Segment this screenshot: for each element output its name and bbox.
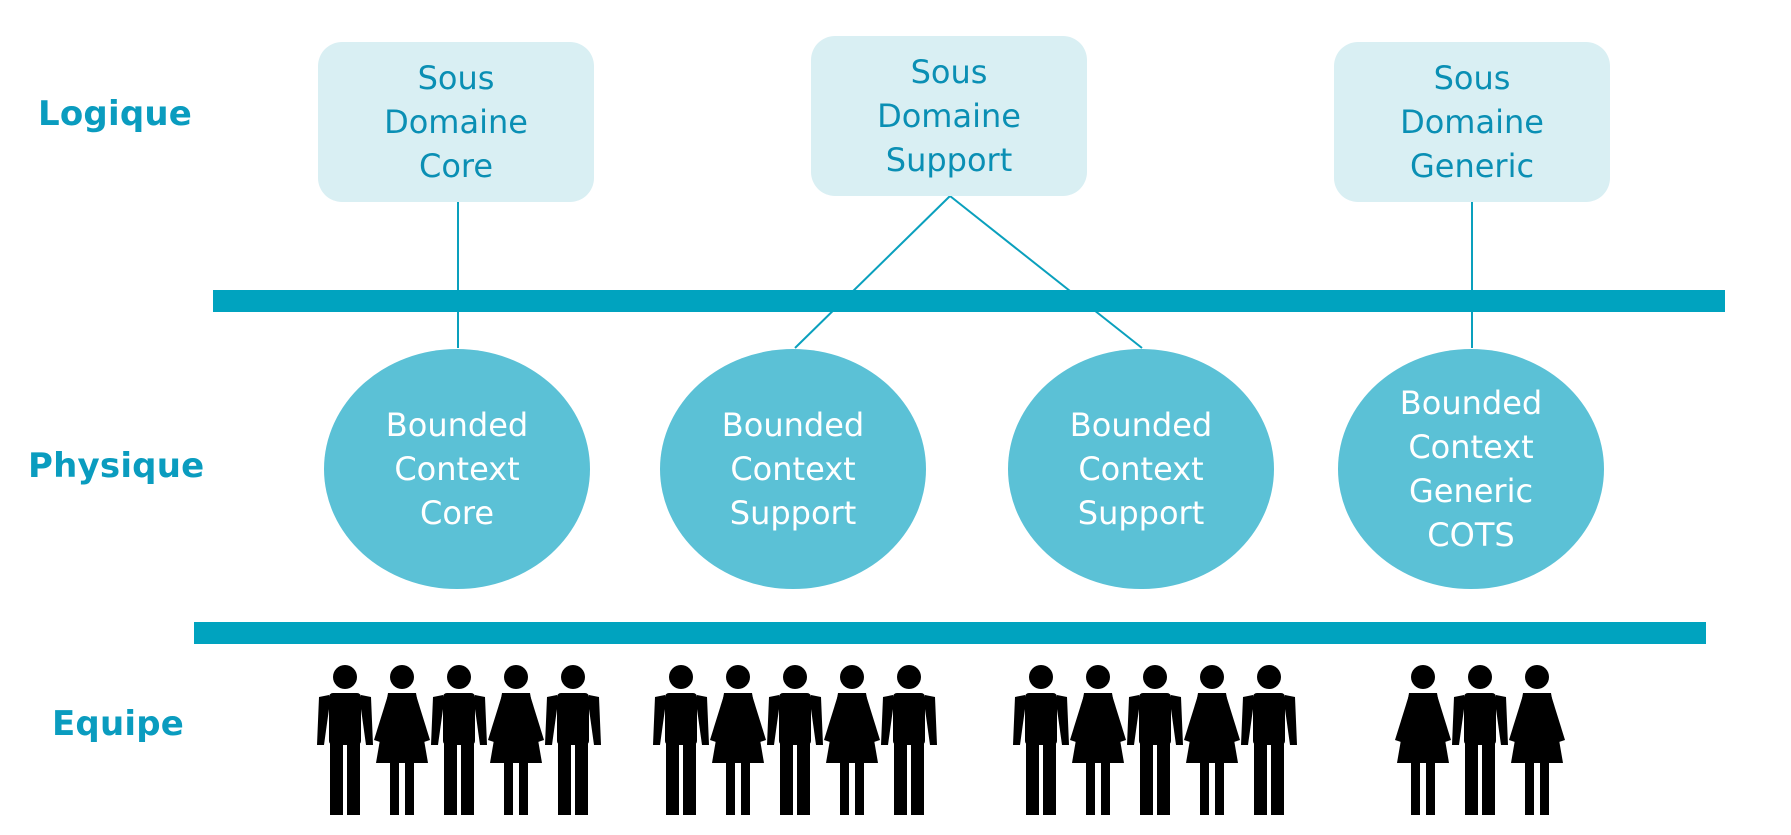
bounded-context-generic-cots: Bounded Context Generic COTS [1338, 349, 1604, 589]
male-person-icon [1127, 665, 1183, 815]
row-label-equipe: Equipe [52, 704, 185, 744]
male-person-icon [317, 665, 373, 815]
team-support-1 [648, 665, 942, 815]
bounded-context-generic-line2: Context [1408, 428, 1534, 466]
female-person-icon [1395, 665, 1451, 815]
bounded-context-core-line2: Context [394, 450, 520, 488]
subdomain-support: Sous Domaine Support [811, 36, 1087, 196]
subdomain-generic-line3: Generic [1409, 147, 1535, 185]
male-person-icon [881, 665, 937, 815]
female-person-icon [824, 665, 880, 815]
row-label-logique: Logique [38, 94, 193, 134]
subdomain-core-line1: Sous [417, 59, 495, 97]
male-person-icon [767, 665, 823, 815]
male-person-icon [653, 665, 709, 815]
subdomain-core: Sous Domaine Core [318, 42, 594, 202]
male-person-icon [1013, 665, 1069, 815]
separator-bar-physical-team [194, 622, 1706, 644]
subdomain-generic-line2: Domaine [1400, 103, 1544, 141]
row-label-physique: Physique [28, 446, 205, 486]
female-person-icon [710, 665, 766, 815]
female-person-icon [1509, 665, 1565, 815]
female-person-icon [488, 665, 544, 815]
subdomain-generic-line1: Sous [1433, 59, 1511, 97]
male-person-icon [1452, 665, 1508, 815]
bounded-context-support-1-line1: Bounded [721, 406, 865, 444]
bounded-context-core-line1: Bounded [385, 406, 529, 444]
bounded-context-support-2-line3: Support [1077, 494, 1205, 532]
subdomain-support-line2: Domaine [877, 97, 1021, 135]
bounded-context-support-2: Bounded Context Support [1008, 349, 1274, 589]
bounded-context-generic-line1: Bounded [1399, 384, 1543, 422]
bounded-context-support-1-line2: Context [730, 450, 856, 488]
male-person-icon [1241, 665, 1297, 815]
separator-bar-logical-physical [213, 290, 1725, 312]
bounded-context-support-2-line1: Bounded [1069, 406, 1213, 444]
connector-support-right [949, 195, 1143, 349]
team-people [1395, 665, 1565, 815]
female-person-icon [1070, 665, 1126, 815]
bounded-context-generic-line4: COTS [1427, 516, 1515, 554]
bounded-context-support-2-line2: Context [1078, 450, 1204, 488]
team-people [1013, 665, 1297, 815]
subdomain-core-line3: Core [418, 147, 494, 185]
team-support-2 [1008, 665, 1302, 815]
connector-support-left [794, 195, 951, 349]
female-person-icon [374, 665, 430, 815]
team-core [312, 665, 606, 815]
subdomain-support-line3: Support [885, 141, 1013, 179]
bounded-context-support-1: Bounded Context Support [660, 349, 926, 589]
bounded-context-core-line3: Core [419, 494, 495, 532]
female-person-icon [1184, 665, 1240, 815]
bounded-context-generic-line3: Generic [1408, 472, 1534, 510]
male-person-icon [545, 665, 601, 815]
team-people [653, 665, 937, 815]
bounded-context-core: Bounded Context Core [324, 349, 590, 589]
male-person-icon [431, 665, 487, 815]
subdomain-generic: Sous Domaine Generic [1334, 42, 1610, 202]
team-people [317, 665, 601, 815]
team-generic [1390, 665, 1570, 815]
subdomain-core-line2: Domaine [384, 103, 528, 141]
bounded-context-support-1-line3: Support [729, 494, 857, 532]
subdomain-support-line1: Sous [910, 53, 988, 91]
